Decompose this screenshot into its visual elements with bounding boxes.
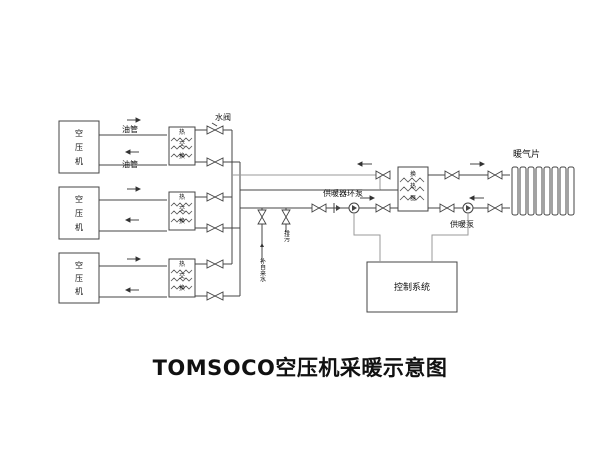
water-valve-leader <box>211 122 218 127</box>
radiator <box>511 166 575 216</box>
air-compressor-3: 空 压 机 <box>58 252 100 304</box>
radiator-valve-top-1 <box>444 170 460 180</box>
main-flow-arrows <box>356 161 486 201</box>
drain-label: 排污 <box>283 229 290 243</box>
water-valve-4 <box>206 223 224 233</box>
water-valve-6 <box>206 291 224 301</box>
hx-3-label-2: 交 <box>179 272 185 280</box>
main-heat-exchanger: 换 热 器 <box>397 166 429 212</box>
supply-circulation-pump <box>348 202 360 214</box>
compressor-3-char-1: 空 <box>75 260 83 270</box>
supply-circulation-pump-label: 供暖器环泵 <box>323 188 363 198</box>
hx-3-label: 热 <box>179 260 185 268</box>
oil-pipe-label-bottom: 油管 <box>122 159 138 169</box>
main-line-valve-right <box>375 203 391 213</box>
oil-pipe-label-top: 油管 <box>122 124 138 134</box>
water-valve-2 <box>206 157 224 167</box>
air-compressor-1: 空 压 机 <box>58 120 100 174</box>
control-system-label: 控制系统 <box>394 281 430 293</box>
diagram-caption: TOMSOCO空压机采暖示意图 <box>152 356 448 380</box>
drain-branch <box>281 208 291 232</box>
heat-exchanger-3: 热 交 换 <box>168 258 196 298</box>
heat-exchanger-2: 热 交 换 <box>168 191 196 231</box>
compressor-2-char-1: 空 <box>75 194 83 204</box>
hx-2-label-2: 交 <box>179 205 185 213</box>
main-hx-label-3: 器 <box>410 195 416 202</box>
hx-1-label: 热 <box>179 128 185 136</box>
water-valve-1 <box>206 125 224 135</box>
oil-pipes <box>99 134 167 298</box>
radiator-valve-top-2 <box>487 170 503 180</box>
compressor-1-char-1: 空 <box>75 128 83 138</box>
makeup-water-label: 补自来水 <box>259 257 266 282</box>
water-valve-label: 水阀 <box>215 112 231 122</box>
flow-arrows <box>124 117 142 293</box>
air-compressor-2: 空 压 机 <box>58 186 100 240</box>
radiator-valve-bottom-1 <box>439 203 455 213</box>
main-hx-label-2: 热 <box>410 182 416 190</box>
hx-3-label-3: 换 <box>179 284 185 292</box>
hx-2-label-3: 换 <box>179 217 185 225</box>
compressor-3-char-3: 机 <box>75 286 83 296</box>
hx-1-label-2: 交 <box>179 140 185 148</box>
main-line-valve-upper <box>375 170 391 180</box>
main-line-valve-left <box>311 203 327 213</box>
supply-pump-label: 供暖泵 <box>450 219 474 229</box>
hx-1-label-3: 换 <box>179 152 185 160</box>
heat-exchanger-1: 热 交 换 <box>168 126 196 166</box>
main-line-check <box>333 203 341 213</box>
radiator-valve-bottom-2 <box>487 203 503 213</box>
compressor-1-char-2: 压 <box>75 143 83 152</box>
compressor-2-char-3: 机 <box>75 222 83 232</box>
control-system-box <box>366 261 458 313</box>
main-hx-label: 换 <box>410 170 416 178</box>
compressor-3-char-2: 压 <box>75 274 83 283</box>
water-valves <box>206 125 224 301</box>
hx-2-label: 热 <box>179 193 185 201</box>
water-valve-3 <box>206 192 224 202</box>
radiator-label: 暖气片 <box>513 148 540 160</box>
compressor-1-char-3: 机 <box>75 156 83 166</box>
makeup-water-branch <box>257 208 267 262</box>
supply-pump <box>462 202 474 214</box>
exchanger-water-lines <box>195 129 241 297</box>
control-signal-lines <box>353 213 469 262</box>
compressor-2-char-2: 压 <box>75 209 83 218</box>
water-valve-5 <box>206 259 224 269</box>
